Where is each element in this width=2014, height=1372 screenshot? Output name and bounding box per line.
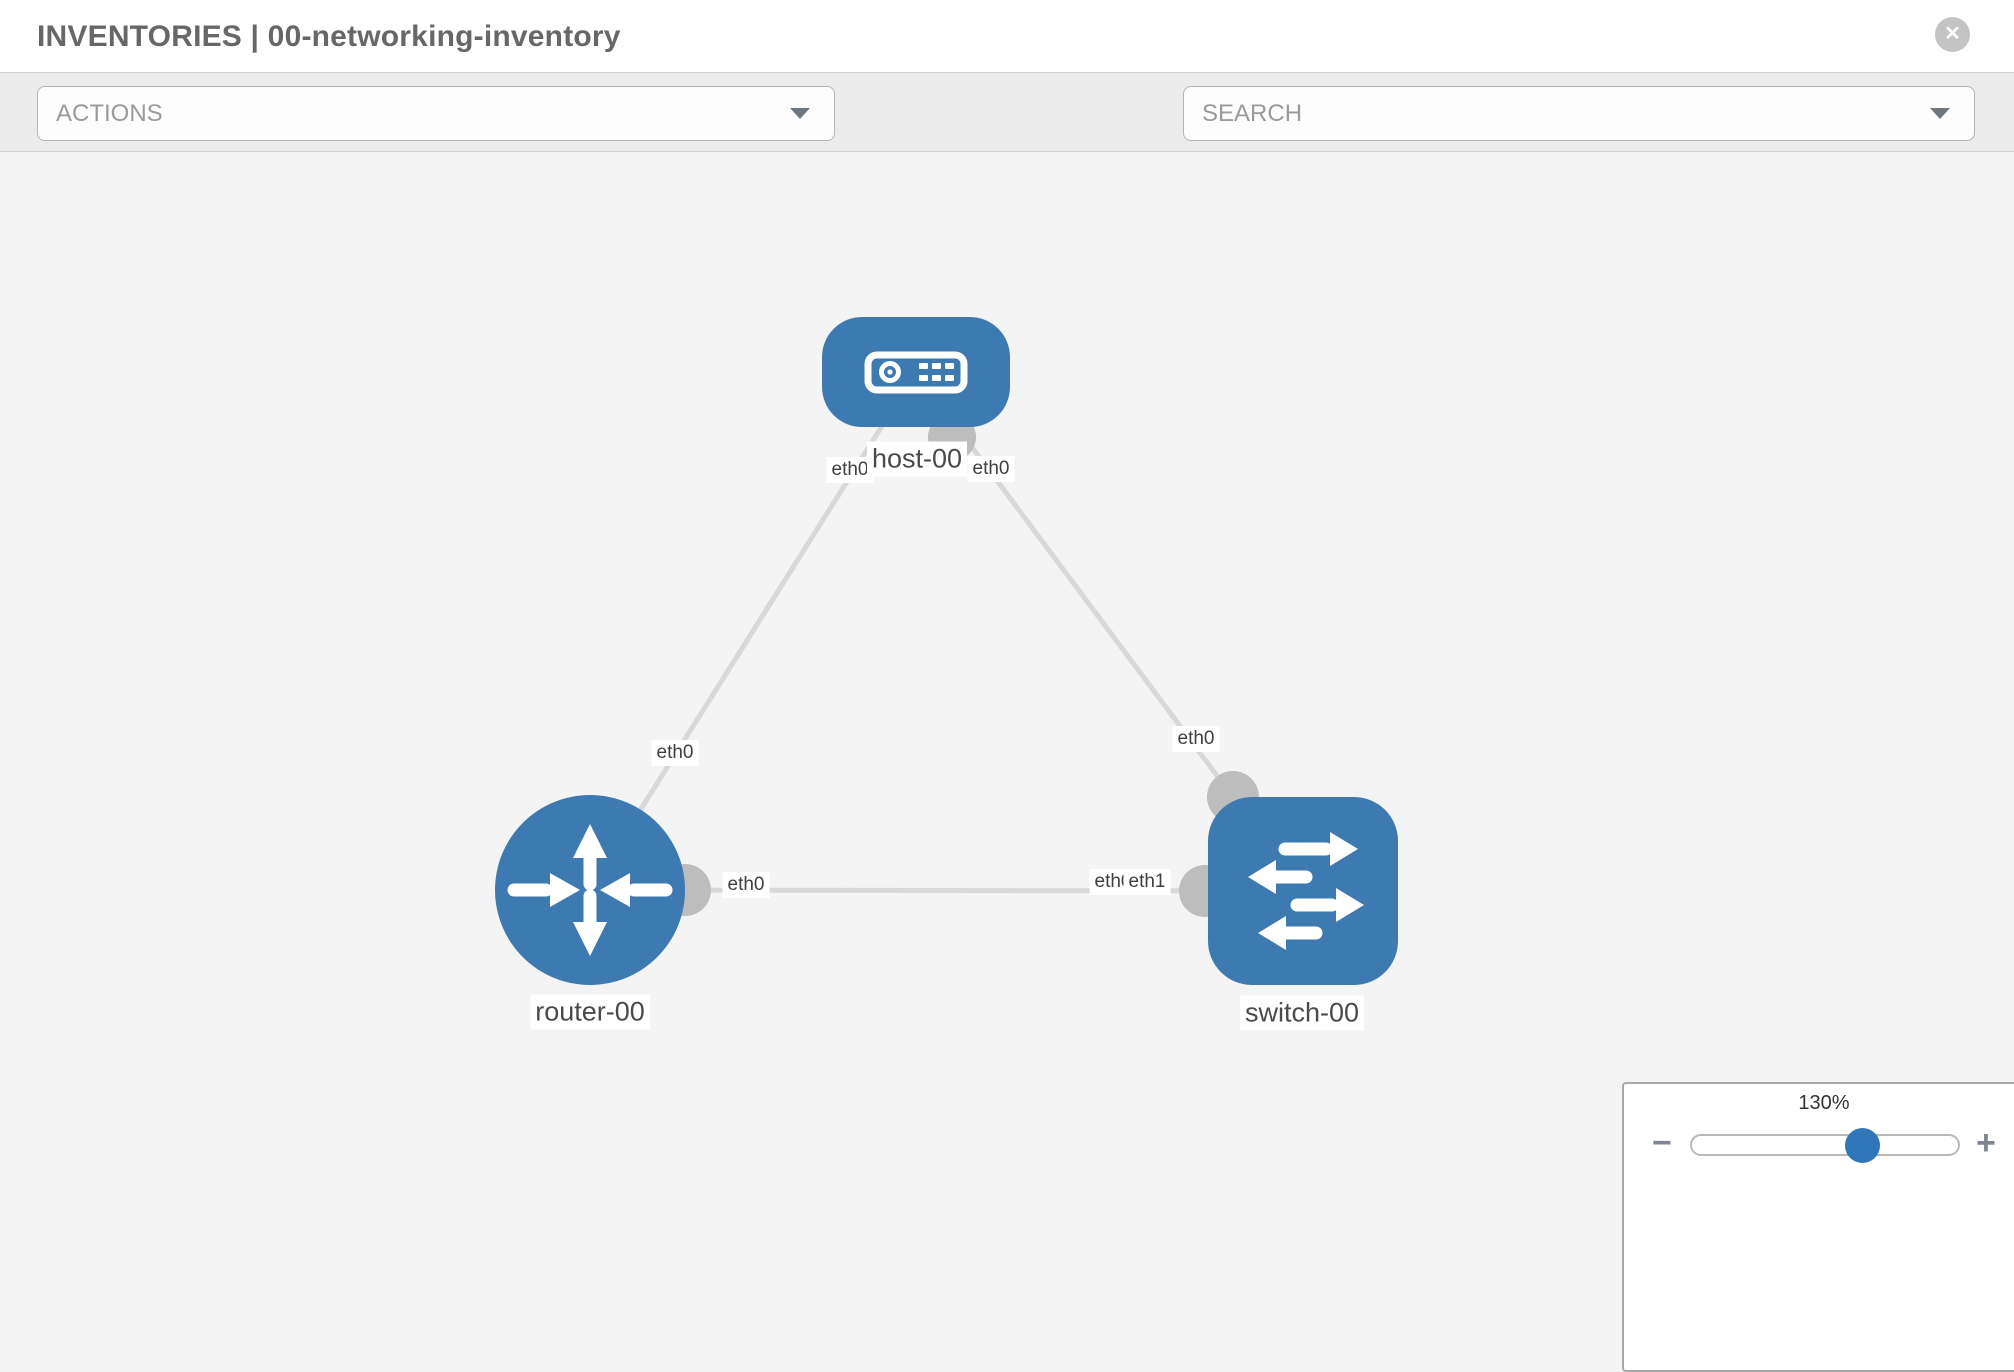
router-icon: [507, 824, 673, 956]
window-header: INVENTORIES | 00-networking-inventory ✕: [0, 0, 2014, 73]
zoom-out-button[interactable]: −: [1652, 1124, 1672, 1162]
interface-label: eth0: [1172, 726, 1220, 752]
node-label-switch: switch-00: [1239, 995, 1365, 1031]
interface-label: eth0: [651, 740, 699, 766]
server-icon: [864, 351, 968, 394]
page-title: INVENTORIES | 00-networking-inventory: [37, 20, 621, 53]
actions-dropdown-label: ACTIONS: [56, 99, 163, 127]
toolbar: ACTIONS SEARCH: [0, 73, 2014, 207]
interface-connectors: [659, 413, 1259, 917]
zoom-level-value: 130%: [1798, 1092, 1850, 1114]
close-icon[interactable]: ✕: [1935, 17, 1970, 52]
switch-icon: [1248, 832, 1364, 950]
zoom-slider[interactable]: [1690, 1128, 1960, 1163]
node-label-host: host-00: [866, 441, 968, 477]
interface-label: eth0: [967, 456, 1015, 482]
chevron-down-icon: [1930, 108, 1950, 119]
interface-label: eth0: [826, 457, 874, 483]
zoom-panel: 130% − +: [1622, 1082, 2014, 1372]
chevron-down-icon: [790, 108, 810, 119]
interface-label: eth1: [1123, 869, 1171, 895]
topology-canvas[interactable]: eth0 host-00 eth0 eth0 eth0 eth0 eth0 et…: [0, 152, 2014, 1372]
node-host[interactable]: [822, 317, 1010, 427]
node-label-router: router-00: [530, 994, 650, 1030]
node-switch[interactable]: [1208, 797, 1398, 985]
node-router[interactable]: [495, 795, 685, 985]
zoom-in-button[interactable]: +: [1976, 1124, 1996, 1162]
zoom-slider-thumb[interactable]: [1845, 1128, 1881, 1163]
search-dropdown[interactable]: SEARCH: [1183, 86, 1975, 141]
search-placeholder: SEARCH: [1202, 99, 1303, 127]
topology-graph: [495, 317, 1398, 985]
interface-label: eth0: [722, 872, 770, 898]
actions-dropdown[interactable]: ACTIONS: [37, 86, 835, 141]
